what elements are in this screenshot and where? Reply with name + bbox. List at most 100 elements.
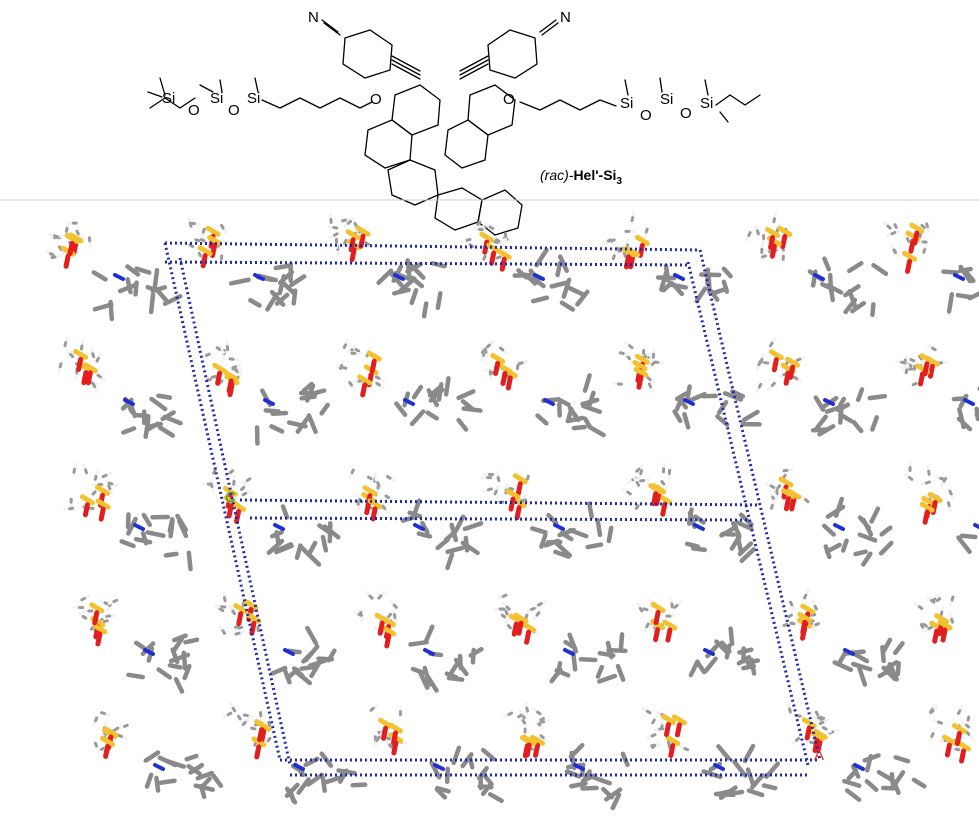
siloxane-fragment [636, 597, 683, 643]
aromatic-fragment [684, 507, 756, 564]
nitrile-fragment [563, 648, 575, 656]
siloxane-fragment [895, 344, 948, 387]
nitrile-fragment [153, 763, 165, 771]
atom-o-left-2: O [228, 102, 240, 119]
aromatic-fragment [91, 264, 183, 322]
atom-o-left-ether: O [370, 91, 382, 108]
siloxane-fragment [755, 337, 806, 393]
unit-cell-edge [249, 516, 751, 522]
nitrile-fragment [693, 523, 705, 531]
compound-label-prefix: (rac)- [540, 167, 574, 183]
nitrile-fragment [123, 398, 135, 406]
unit-cell-edge [239, 498, 761, 507]
aromatic-fragment [254, 381, 330, 446]
nitrile-fragment [853, 763, 865, 771]
siloxane-fragment [200, 340, 243, 398]
atom-si-left-3: Si [247, 90, 260, 107]
siloxane-fragment [622, 462, 673, 517]
unit-cell-edge [163, 242, 282, 761]
siloxane-fragment [904, 461, 955, 525]
siloxane-fragment [63, 462, 119, 522]
nitrile-fragment [973, 523, 979, 530]
siloxane-fragment [493, 593, 548, 645]
nitrile-fragment [843, 648, 855, 656]
nitrile-fragment [143, 648, 155, 656]
siloxane-fragment [882, 221, 931, 274]
nitrile-fragment [953, 273, 965, 281]
crystal-packing: C A [44, 211, 979, 811]
aromatic-fragment [126, 633, 200, 694]
compound-label-subscript: 3 [616, 176, 622, 187]
atom-si-right-2: Si [660, 91, 673, 108]
atom-o-right-2: O [680, 105, 692, 122]
siloxane-fragment [214, 591, 262, 636]
nitrile-fragment [133, 523, 145, 531]
siloxane-fragment [92, 711, 129, 759]
aromatic-fragment [810, 387, 888, 437]
unit-cell-edge [164, 241, 701, 252]
aromatic-fragment [535, 373, 606, 438]
axis-label-c: C [225, 489, 236, 506]
aromatic-fragment [688, 626, 761, 678]
aromatic-fragment [266, 504, 341, 567]
siloxane-fragment [336, 338, 386, 398]
siloxane-fragment [187, 216, 228, 269]
aromatic-fragment [701, 743, 781, 801]
atom-si-left-1: Si [162, 90, 175, 107]
siloxane-fragment [57, 336, 107, 393]
nitrile-fragment [533, 273, 545, 281]
nitrile-fragment [823, 398, 835, 406]
atom-o-right-1: O [640, 107, 652, 124]
siloxane-fragment [44, 221, 92, 269]
nitrile-fragment [393, 273, 405, 281]
siloxane-fragment [914, 594, 955, 644]
atom-n-right: N [560, 9, 571, 26]
nitrile-fragment [673, 273, 685, 281]
aromatic-fragment [807, 256, 889, 318]
siloxane-fragment [777, 589, 820, 641]
benzonitrile-left [321, 19, 421, 80]
siloxane-fragment [73, 594, 119, 647]
benzonitrile-right [459, 19, 559, 80]
atom-o-left-1: O [188, 102, 200, 119]
siloxane-fragment [481, 471, 531, 521]
siloxane-fragment [327, 212, 375, 263]
chemical-structure: Si O Si O Si O N N [147, 9, 761, 236]
compound-label-name: Hel'-Si [573, 167, 616, 183]
aromatic-fragment [530, 501, 614, 559]
nitrile-fragment [683, 398, 695, 406]
unit-cell-edge [178, 257, 292, 766]
siloxane-fragment [928, 703, 974, 764]
aromatic-fragment [842, 753, 927, 802]
nitrile-fragment [813, 273, 825, 281]
nitrile-fragment [253, 273, 265, 281]
aromatic-fragment [228, 262, 307, 312]
siloxane-fragment [602, 211, 650, 270]
atom-si-right-1: Si [620, 95, 633, 112]
aromatic-fragment [120, 393, 183, 439]
unit-cell-edge [686, 261, 810, 766]
nitrile-fragment [543, 398, 555, 406]
nitrile-fragment [433, 763, 445, 771]
helicene-core [364, 84, 523, 236]
siloxane-fragment [222, 702, 273, 760]
aromatic-fragment [564, 743, 630, 811]
nitrile-fragment [273, 523, 285, 531]
atom-n-left: N [308, 9, 319, 26]
aromatic-fragment [672, 384, 762, 430]
aromatic-fragment [832, 637, 905, 687]
aromatic-fragment [408, 624, 484, 693]
aromatic-fragment [143, 750, 224, 799]
siloxane-fragment [352, 590, 398, 649]
nitrile-fragment [413, 523, 425, 531]
nitrile-fragment [263, 398, 275, 406]
molecule-field [44, 211, 979, 811]
atom-o-right-ether: O [503, 91, 515, 108]
nitrile-fragment [293, 763, 305, 771]
aromatic-fragment [956, 533, 978, 554]
nitrile-fragment [403, 398, 415, 406]
atom-si-right-3: Si [700, 95, 713, 112]
siloxane-fragment [348, 468, 396, 522]
siloxane-fragment [480, 340, 529, 391]
